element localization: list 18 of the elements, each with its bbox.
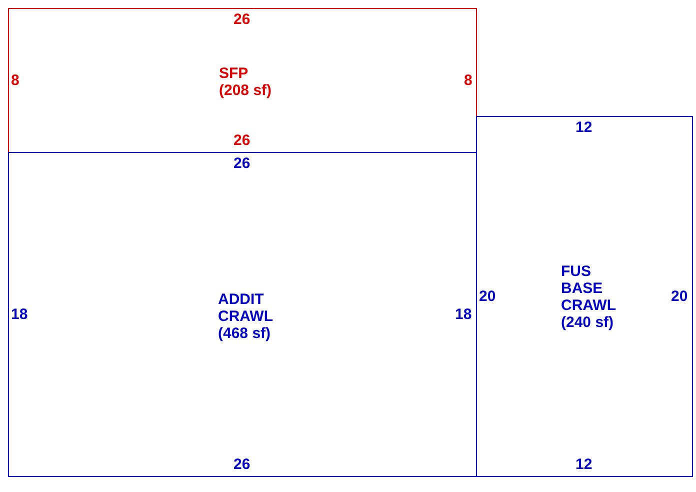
dimension-label: 12 (576, 119, 592, 136)
room-label: FUS BASE CRAWL (240 sf) (561, 263, 617, 331)
dimension-label: 12 (576, 456, 592, 473)
room-outline (8, 152, 477, 477)
room-label: SFP (208 sf) (219, 65, 273, 99)
dimension-label: 18 (455, 306, 472, 322)
dimension-label: 18 (11, 306, 28, 322)
dimension-label: 20 (671, 288, 688, 304)
dimension-label: 26 (234, 456, 250, 473)
room-outline (476, 116, 693, 477)
dimension-label: 26 (234, 11, 250, 28)
dimension-label: 26 (234, 132, 250, 149)
dimension-label: 26 (234, 155, 250, 172)
dimension-label: 8 (464, 72, 472, 88)
dimension-label: 20 (479, 288, 496, 304)
room-label: ADDIT CRAWL (468 sf) (218, 291, 274, 342)
room-outline (8, 8, 477, 153)
dimension-label: 8 (11, 72, 20, 88)
